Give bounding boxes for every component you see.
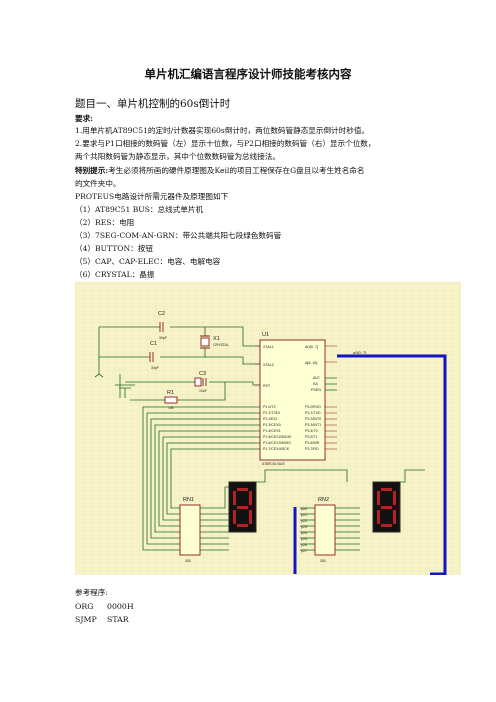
code-arg-2: STAR [107, 615, 129, 624]
code-op-2: SJMP [75, 615, 97, 624]
component-3: （3）7SEG-COM-AN-GRN：带公共端共阳七段绿色数码管 [75, 231, 282, 240]
requirement-line-3: 两个共阳数码管为静态显示，其中个位数数码管为总线接法。 [75, 152, 281, 161]
pin-p3-5: P3.5/T1 [305, 435, 318, 439]
component-1: （1）AT89C51 BUS：总线式单片机 [75, 205, 204, 214]
pin-p1-3: P1.3/CEX0 [263, 423, 281, 427]
pin-rst: RST [263, 384, 271, 388]
capacitor-c2 [159, 322, 164, 332]
resistor-r1 [164, 396, 178, 404]
pin-xtal1: XTAL1 [263, 345, 274, 349]
seven-seg-digit-right [372, 481, 401, 533]
label-c1: C1 [150, 341, 157, 347]
circuit-schematic: C2 30pF C1 30pF X1 CRYSTAL C3 10uF R1 10… [75, 282, 461, 575]
capacitor-c3 [194, 377, 207, 387]
pin-p3-7: P3.7/RD [305, 447, 319, 451]
pin-ad-bus: AD[0..7] [305, 345, 318, 349]
net-p24: p24 [301, 531, 307, 535]
pin-p3-3: P3.3/INT1 [305, 423, 321, 427]
pin-p1-2: P1.2/ECI [263, 417, 277, 421]
rn2-pack [314, 504, 336, 556]
pin-ale: ALE [313, 376, 320, 380]
pin-p3-0: P3.0/RXD [305, 405, 321, 409]
net-p22: p22 [301, 519, 307, 523]
pin-p3-1: P3.1/TXD [305, 411, 321, 415]
label-bus: p0[0..7] [353, 350, 366, 355]
net-p23: p23 [301, 525, 307, 529]
pin-xtal2: XTAL2 [263, 363, 274, 367]
code-op-1: ORG [75, 602, 94, 611]
component-4: （4）BUTTON：按钮 [75, 244, 153, 253]
label-x1-value: CRYSTAL [213, 343, 229, 347]
label-rn2-value: 300 [320, 559, 326, 563]
label-rn1: RN1 [183, 497, 194, 503]
rn1-pack [179, 504, 201, 556]
component-5: （5）CAP、CAP-ELEC：电容、电解电容 [75, 257, 221, 266]
special-note-label: 特别提示: [75, 166, 109, 175]
special-note: 特别提示:考生必须将所画的硬件原理图及Keil的项目工程保存在G盘且以考生姓名命… [75, 166, 364, 176]
net-p21: p21 [301, 513, 307, 517]
net-p27: p27 [301, 549, 307, 553]
component-6: （6）CRYSTAL：晶振 [75, 270, 155, 279]
label-x1: X1 [213, 336, 220, 342]
label-rn2: RN2 [318, 497, 329, 503]
components-intro: PROTEUS电路设计所需元器件及原理图如下 [75, 192, 229, 201]
pin-p1-4: P1.4/CEX1 [263, 429, 281, 433]
pin-ea: EA [313, 382, 318, 386]
label-c3: C3 [199, 371, 206, 377]
capacitor-c1 [149, 352, 154, 362]
code-arg-1: 0000H [107, 602, 134, 611]
label-c2: C2 [158, 311, 165, 317]
crystal-x1 [200, 335, 210, 349]
pin-psen: PSEN [311, 388, 321, 392]
pin-p3-6: P3.6/WR [305, 441, 320, 445]
pin-p3-2: P3.2/INT0 [305, 417, 321, 421]
data-bus [293, 354, 447, 575]
pin-p1-5: P1.5/CEX2/MOSI [263, 435, 291, 439]
special-note-line-2: 的文件夹中。 [75, 179, 121, 188]
pin-p1-1: P1.1/T2EX [263, 411, 281, 415]
special-note-text: 考生必须将所画的硬件原理图及Keil的项目工程保存在G盘且以考生姓名命名 [108, 166, 365, 175]
code-line-2: SJMP STAR [75, 615, 129, 624]
reference-label: 参考程序: [75, 588, 108, 597]
pin-p1-6: P1.6/CEX3/MISO [263, 441, 291, 445]
component-2: （2）RES：电阻 [75, 218, 135, 227]
net-p26: p26 [301, 543, 307, 547]
pin-p3-4: P3.4/T0 [305, 429, 318, 433]
net-p25: p25 [301, 537, 307, 541]
label-u1: U1 [262, 332, 269, 338]
label-c1-value: 30pF [151, 366, 159, 370]
label-r1: R1 [167, 390, 174, 396]
requirement-line-2: 2.要求与P1口相接的数码管（左）显示十位数，与P2口相接的数码管（右）显示个位… [75, 139, 376, 148]
document-title: 单片机汇编语言程序设计师技能考核内容 [144, 67, 352, 81]
seven-seg-digit-left [228, 481, 257, 533]
net-p20: p20 [301, 507, 307, 511]
wires [94, 326, 425, 551]
question-title: 题目一、单片机控制的60s倒计时 [75, 98, 231, 110]
requirement-line-1: 1.用单片机AT89C51的定时/计数器实现60s倒计时，两位数码管静态显示倒计… [75, 126, 370, 135]
label-rn1-value: 300 [185, 559, 191, 563]
label-u1-part: AT89C51 BUS [262, 462, 285, 466]
pin-p1-7: P1.7/CEX4/SCK [263, 447, 290, 451]
pin-p1-0: P1.0/T2 [263, 405, 276, 409]
label-r1-value: 10k [168, 406, 174, 410]
u1-chip [259, 339, 326, 461]
pin-a-bus: A[8..15] [305, 361, 317, 365]
requirements-heading: 要求: [75, 114, 93, 123]
code-line-1: ORG 0000H [75, 602, 134, 611]
label-c2-value: 30pF [159, 336, 167, 340]
label-c3-value: 10uF [199, 389, 207, 393]
